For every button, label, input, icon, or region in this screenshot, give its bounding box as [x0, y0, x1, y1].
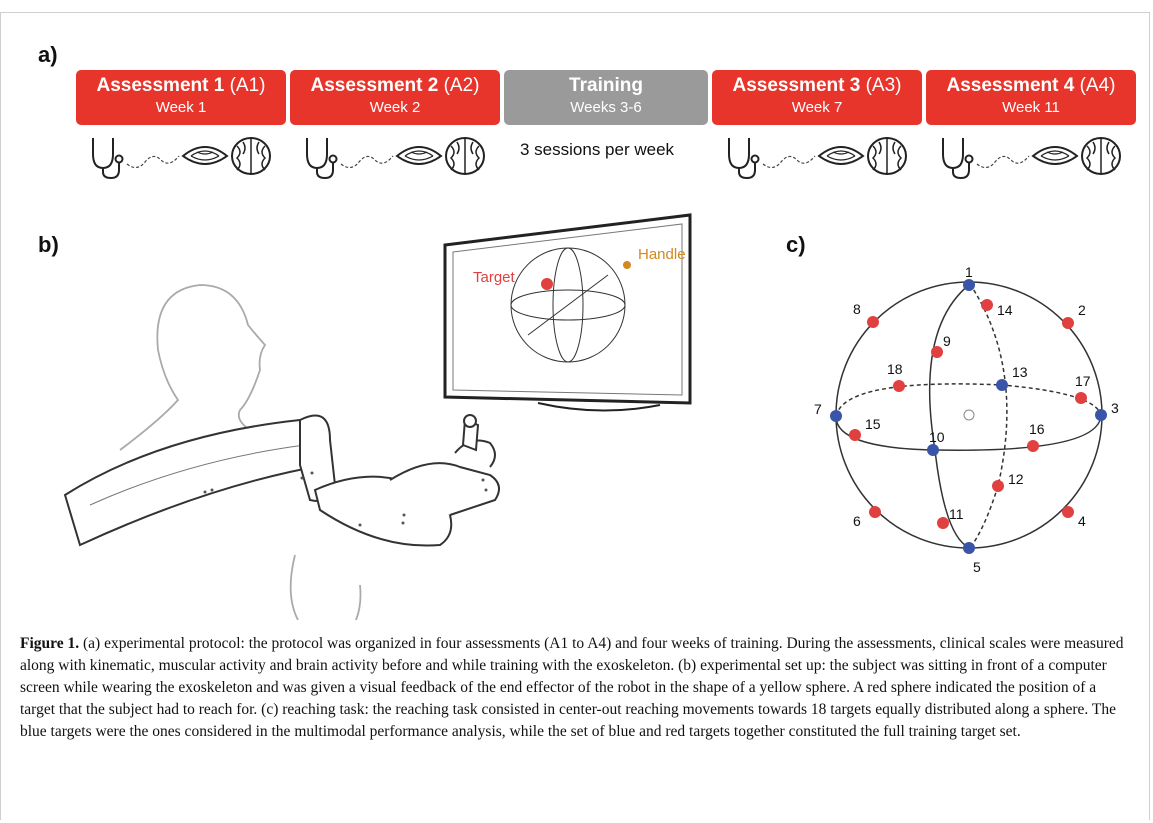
target-number-label: 3	[1111, 400, 1119, 416]
target-number-label: 6	[853, 513, 861, 529]
assessment-icons-a4	[942, 137, 1121, 179]
handle-label: Handle	[638, 246, 686, 263]
center-start-point	[963, 409, 975, 421]
caption-text: (a) experimental protocol: the protocol …	[20, 635, 1124, 740]
target-number-label: 18	[887, 361, 903, 377]
target-point-3	[1095, 409, 1107, 421]
timeline-week: Week 1	[155, 99, 207, 116]
target-point-5	[963, 542, 975, 554]
target-point-18	[893, 380, 905, 392]
target-number-label: 17	[1075, 373, 1091, 389]
panel-label-a: a)	[38, 42, 58, 67]
target-point-17	[1075, 392, 1087, 404]
target-number-label: 9	[943, 333, 951, 349]
subject-outline	[119, 284, 362, 620]
target-number-label: 4	[1078, 513, 1086, 529]
assessment-icons-a1	[92, 137, 271, 179]
caption-label: Figure 1.	[20, 635, 80, 652]
computer-screen	[443, 213, 692, 412]
screen-target-dot	[541, 278, 553, 290]
target-point-12	[992, 480, 1004, 492]
target-number-label: 10	[929, 429, 945, 445]
target-point-10	[927, 444, 939, 456]
training-sessions-note: 3 sessions per week	[520, 140, 675, 159]
timeline-title: Training	[569, 75, 643, 96]
target-point-1	[963, 279, 975, 291]
timeline-box-a1: Assessment 1 (A1) Week 1	[76, 70, 286, 125]
target-point-8	[867, 316, 879, 328]
timeline-week: Weeks 3-6	[570, 99, 642, 116]
target-point-15	[849, 429, 861, 441]
panel-label-b: b)	[38, 232, 59, 257]
target-point-6	[869, 506, 881, 518]
timeline-week: Week 2	[369, 99, 421, 116]
target-number-label: 1	[965, 264, 973, 280]
target-point-11	[937, 517, 949, 529]
timeline-title: Assessment 3	[732, 75, 861, 96]
target-point-13	[996, 379, 1008, 391]
timeline-title: Assessment 4	[946, 75, 1075, 96]
target-label: Target	[473, 269, 516, 286]
target-number-label: 11	[949, 506, 964, 522]
timeline-title: Assessment 1	[96, 75, 225, 96]
timeline-abbr: (A2)	[443, 75, 480, 96]
target-point-9	[931, 346, 943, 358]
panel-label-c: c)	[786, 232, 806, 257]
assessment-icons-a3	[728, 137, 907, 179]
timeline-week: Week 7	[791, 99, 843, 116]
timeline-box-a3: Assessment 3 (A3) Week 7	[712, 70, 922, 125]
timeline-abbr: (A3)	[865, 75, 902, 96]
target-number-label: 15	[865, 416, 881, 432]
target-number-label: 8	[853, 301, 861, 317]
timeline-box-a4: Assessment 4 (A4) Week 11	[926, 70, 1136, 125]
target-point-2	[1062, 317, 1074, 329]
target-number-label: 13	[1012, 364, 1028, 380]
target-point-4	[1062, 506, 1074, 518]
figure-caption: Figure 1. (a) experimental protocol: the…	[20, 633, 1135, 743]
timeline-week: Week 11	[1002, 99, 1060, 116]
exoskeleton	[63, 414, 500, 547]
assessment-icons-a2	[306, 137, 485, 179]
figure-frame	[0, 12, 1150, 820]
target-number-label: 7	[814, 401, 822, 417]
timeline-abbr: (A1)	[229, 75, 266, 96]
screen-sphere	[510, 247, 626, 363]
target-number-label: 2	[1078, 302, 1086, 318]
target-number-label: 12	[1008, 471, 1024, 487]
timeline-abbr: (A4)	[1079, 75, 1116, 96]
exoskeleton-rivets	[203, 471, 488, 527]
target-number-label: 5	[973, 559, 981, 575]
timeline-box-a2: Assessment 2 (A2) Week 2	[290, 70, 500, 125]
setup-illustration: Target Handle	[63, 213, 692, 620]
target-point-7	[830, 410, 842, 422]
timeline-title: Assessment 2	[310, 75, 439, 96]
target-number-label: 14	[997, 302, 1013, 318]
screen-handle-dot	[623, 261, 631, 269]
target-number-label: 16	[1029, 421, 1045, 437]
timeline-box-training: Training Weeks 3-6	[504, 70, 708, 125]
target-point-16	[1027, 440, 1039, 452]
target-point-14	[981, 299, 993, 311]
